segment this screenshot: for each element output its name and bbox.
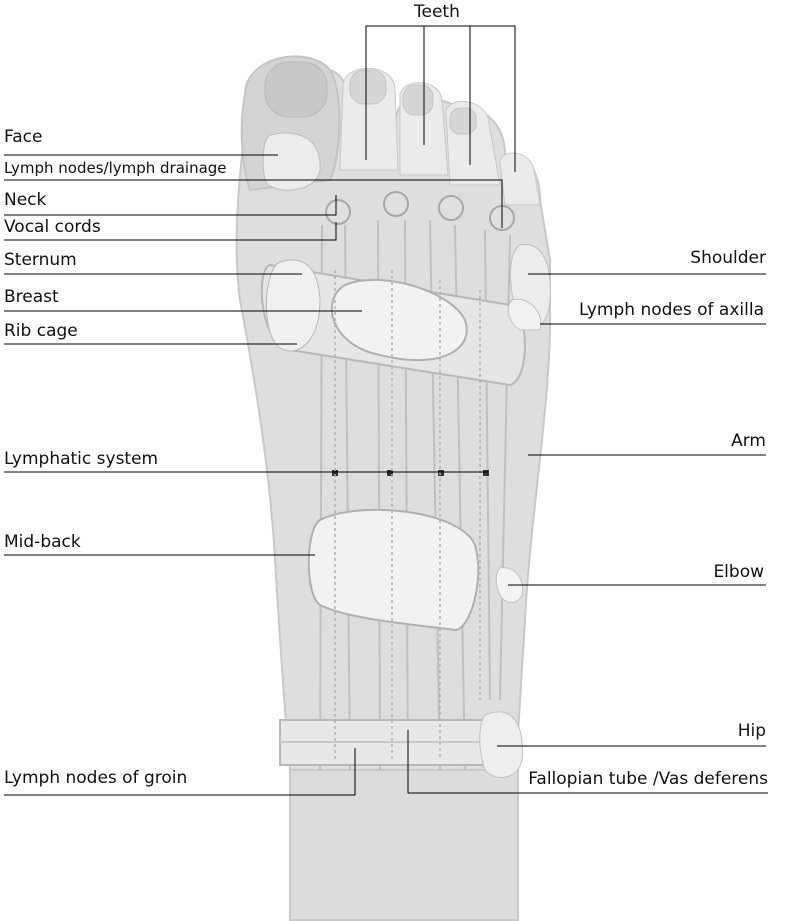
label-sternum: Sternum bbox=[4, 250, 77, 270]
label-arm: Arm bbox=[731, 431, 766, 451]
dotted-lines bbox=[334, 270, 481, 760]
axilla-area bbox=[507, 298, 542, 331]
toe-5 bbox=[499, 152, 541, 206]
leader-lines bbox=[4, 25, 768, 796]
label-breast: Breast bbox=[4, 287, 59, 307]
face-area bbox=[262, 132, 321, 191]
label-lymph-axilla: Lymph nodes of axilla bbox=[578, 300, 764, 320]
label-lymph-groin: Lymph nodes of groin bbox=[4, 768, 188, 788]
big-toe-nail bbox=[264, 61, 328, 118]
ankle-shape bbox=[289, 759, 519, 921]
label-face: Face bbox=[4, 127, 43, 147]
neck-ring-2 bbox=[383, 191, 409, 217]
label-neck: Neck bbox=[4, 190, 47, 210]
label-elbow: Elbow bbox=[713, 562, 764, 582]
label-shoulder: Shoulder bbox=[690, 248, 766, 268]
label-teeth: Teeth bbox=[414, 2, 460, 22]
neck-ring-1 bbox=[325, 199, 351, 225]
label-vocal-cords: Vocal cords bbox=[4, 217, 101, 237]
toe-2-nail bbox=[349, 69, 387, 105]
breast-area bbox=[330, 278, 468, 362]
label-fallopian: Fallopian tube /Vas deferens bbox=[528, 769, 768, 789]
toe-3-nail bbox=[402, 84, 434, 116]
label-lymph-drainage: Lymph nodes/lymph drainage bbox=[4, 159, 227, 177]
label-rib-cage: Rib cage bbox=[4, 321, 78, 341]
label-lymphatic-system: Lymphatic system bbox=[4, 449, 159, 469]
neck-ring-3 bbox=[438, 195, 464, 221]
toe-4-nail bbox=[449, 107, 477, 135]
label-hip: Hip bbox=[737, 721, 766, 741]
sternum-area bbox=[265, 259, 321, 352]
hip-area bbox=[479, 711, 523, 778]
label-mid-back: Mid-back bbox=[4, 532, 81, 552]
mid-back-area bbox=[307, 508, 480, 632]
lymphatic-dots bbox=[332, 470, 489, 476]
